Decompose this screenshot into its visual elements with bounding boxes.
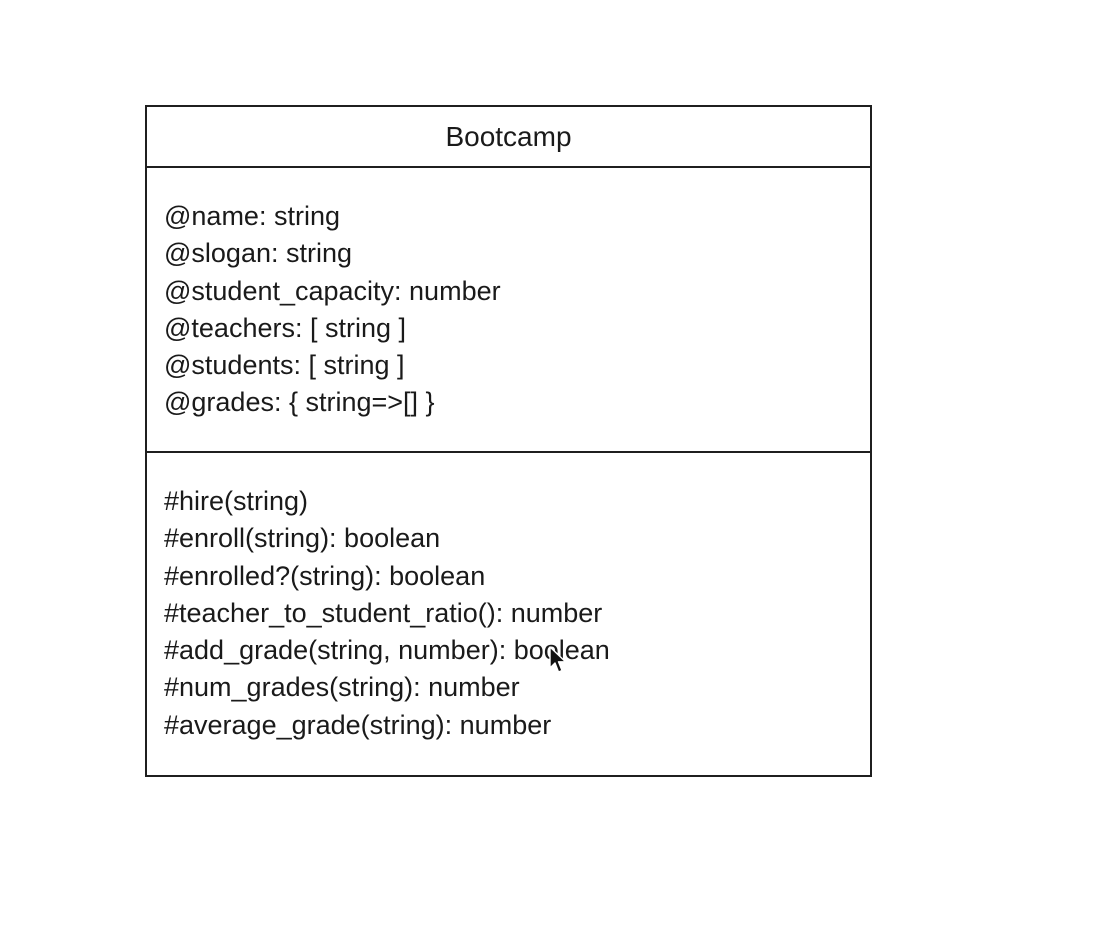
method-item: #enrolled?(string): boolean <box>164 560 486 591</box>
attribute-item: @slogan: string <box>164 238 352 269</box>
attribute-item: @grades: { string=>[] } <box>164 387 435 418</box>
attribute-item: @students: [ string ] <box>164 350 405 381</box>
mouse-pointer-icon <box>549 646 567 673</box>
class-name: Bootcamp <box>147 107 870 168</box>
method-item: #teacher_to_student_ratio(): number <box>164 597 603 628</box>
method-item: #enroll(string): boolean <box>164 523 441 554</box>
uml-class-box[interactable]: Bootcamp @name: string @slogan: string @… <box>145 105 872 777</box>
attribute-item: @name: string <box>164 201 340 231</box>
attributes-section: @name: string @slogan: string @student_c… <box>147 168 870 453</box>
method-item: #add_grade(string, number): boolean <box>164 635 610 666</box>
method-item: #hire(string) <box>164 486 309 516</box>
method-item: #average_grade(string): number <box>164 709 552 740</box>
methods-section: #hire(string) #enroll(string): boolean #… <box>147 453 870 775</box>
attribute-item: @student_capacity: number <box>164 275 501 306</box>
attribute-item: @teachers: [ string ] <box>164 312 406 343</box>
method-item: #num_grades(string): number <box>164 672 520 703</box>
